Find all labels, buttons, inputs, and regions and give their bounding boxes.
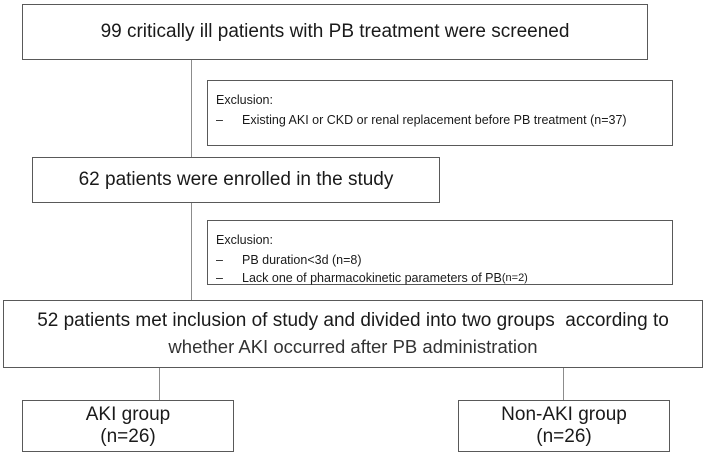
connector-to-nonaki <box>563 368 564 400</box>
non-aki-group-box: Non-AKI group (n=26) <box>458 400 670 452</box>
screened-text: 99 critically ill patients with PB treat… <box>100 21 570 42</box>
enrolled-text: 62 patients were enrolled in the study <box>78 169 394 190</box>
connector-to-aki <box>159 368 160 400</box>
exclusion-box-1: Exclusion: – Existing AKI or CKD or rena… <box>207 80 673 146</box>
bullet: – <box>216 113 223 127</box>
exclusion-2-title: Exclusion: <box>216 233 273 247</box>
aki-group-box: AKI group (n=26) <box>22 400 234 452</box>
bullet: – <box>216 253 223 267</box>
bullet: – <box>216 271 223 285</box>
inclusion-box: 52 patients met inclusion of study and d… <box>3 300 703 368</box>
non-aki-group-label: Non-AKI group <box>501 404 627 425</box>
exclusion-2-item: – PB duration<3d (n=8) <box>216 251 664 269</box>
exclusion-2-item: – Lack one of pharmacokinetic parameters… <box>216 269 664 287</box>
exclusion-box-2: Exclusion: – PB duration<3d (n=8) – Lack… <box>207 220 673 285</box>
non-aki-group-count: (n=26) <box>536 426 592 447</box>
aki-group-count: (n=26) <box>100 426 156 447</box>
exclusion-2-item-text: Lack one of pharmacokinetic parameters o… <box>242 271 502 285</box>
exclusion-2-item-count: (n=2) <box>501 272 528 284</box>
exclusion-1-title: Exclusion: <box>216 93 273 107</box>
inclusion-text-line-1: 52 patients met inclusion of study and d… <box>37 310 669 331</box>
exclusion-2-item-text: PB duration<3d (n=8) <box>242 253 362 267</box>
aki-group-label: AKI group <box>85 404 171 425</box>
inclusion-text-line-2: whether AKI occurred after PB administra… <box>168 336 538 357</box>
exclusion-1-item-text: Existing AKI or CKD or renal replacement… <box>242 113 627 127</box>
enrolled-box: 62 patients were enrolled in the study <box>32 157 440 203</box>
screened-box: 99 critically ill patients with PB treat… <box>22 4 648 60</box>
exclusion-1-item: – Existing AKI or CKD or renal replaceme… <box>216 111 664 129</box>
